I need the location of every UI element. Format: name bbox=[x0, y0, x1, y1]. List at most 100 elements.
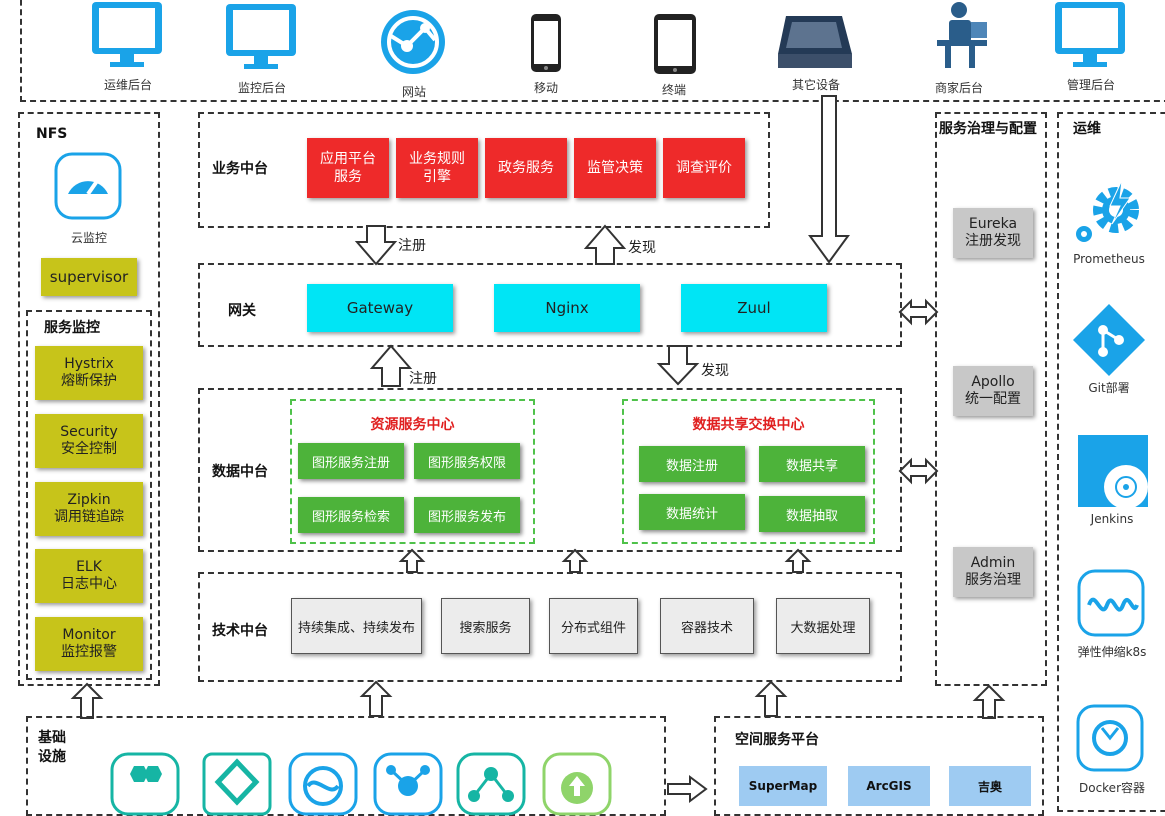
exchange-center-title: 数据共享交换中心 bbox=[692, 417, 805, 433]
k8s-label: 弹性伸缩k8s bbox=[1077, 645, 1147, 659]
device-label: 管理后台 bbox=[1066, 78, 1115, 92]
arcgis-box: ArcGIS bbox=[848, 766, 930, 806]
gear-icon bbox=[1076, 179, 1139, 242]
zuul-box: Zuul bbox=[681, 284, 827, 332]
device-label: 运维后台 bbox=[103, 78, 152, 92]
gateway-box: Gateway bbox=[307, 284, 453, 332]
nginx-box: Nginx bbox=[494, 284, 640, 332]
exchange-center bbox=[622, 399, 875, 544]
device-label: 移动 bbox=[533, 81, 558, 95]
data-statistics: 数据统计 bbox=[639, 494, 745, 530]
data-register: 数据注册 bbox=[639, 446, 745, 482]
business-platform bbox=[198, 112, 770, 228]
ci-cd-box: 持续集成、持续发布 bbox=[291, 598, 422, 654]
government-service: 政务服务 bbox=[485, 138, 567, 198]
regulatory-decision: 监管决策 bbox=[574, 138, 656, 198]
git-label: Git部署 bbox=[1088, 381, 1130, 395]
scanner-icon bbox=[778, 16, 852, 68]
ops-title: 运维 bbox=[1073, 121, 1101, 137]
gateway-layer bbox=[198, 263, 902, 347]
docker-icon bbox=[1076, 704, 1144, 772]
device-label: 商家后台 bbox=[934, 81, 983, 95]
graphic-service-publish: 图形服务发布 bbox=[414, 497, 520, 533]
bidirectional-arrow-icon bbox=[898, 298, 939, 326]
resource-center-title: 资源服务中心 bbox=[370, 417, 455, 433]
gateway-title: 网关 bbox=[228, 303, 256, 319]
discover-label: 发现 bbox=[628, 240, 656, 256]
governance-panel bbox=[935, 112, 1047, 686]
network-icon bbox=[373, 752, 443, 816]
nfs-title: NFS bbox=[36, 126, 68, 142]
arrow-up-icon bbox=[784, 548, 812, 573]
arrow-up-icon bbox=[583, 224, 627, 265]
graphic-service-search: 图形服务检索 bbox=[298, 497, 404, 533]
phone-icon bbox=[531, 14, 561, 72]
arrow-up-icon bbox=[70, 682, 104, 719]
big-data-box: 大数据处理 bbox=[776, 598, 870, 654]
data-share: 数据共享 bbox=[759, 446, 865, 482]
business-rule-engine: 业务规则引擎 bbox=[396, 138, 478, 198]
supervisor-box: supervisor bbox=[41, 258, 137, 296]
monitor-icon bbox=[92, 2, 162, 67]
governance-title: 服务治理与配置 bbox=[939, 121, 1037, 137]
cloud-monitor-label: 云监控 bbox=[70, 231, 107, 245]
tablet-icon bbox=[654, 14, 696, 74]
distributed-component-box: 分布式组件 bbox=[549, 598, 638, 654]
device-label: 其它设备 bbox=[791, 78, 840, 92]
arrow-down-icon bbox=[656, 345, 700, 386]
arrow-down-icon bbox=[354, 225, 398, 266]
spatial-title: 空间服务平台 bbox=[735, 732, 819, 748]
arrow-up-icon bbox=[972, 684, 1006, 719]
graphic-service-register: 图形服务注册 bbox=[298, 443, 404, 479]
arrow-up-icon bbox=[398, 548, 426, 573]
hexagon-icon bbox=[110, 752, 180, 816]
k8s-icon bbox=[1077, 569, 1145, 637]
jenkins-icon bbox=[1078, 435, 1148, 509]
app-platform-service: 应用平台服务 bbox=[307, 138, 389, 198]
arrow-down-long-icon bbox=[808, 95, 850, 264]
device-label: 网站 bbox=[401, 85, 426, 99]
client-layer bbox=[20, 0, 1165, 102]
device-label: 监控后台 bbox=[237, 81, 286, 95]
arrow-up-icon bbox=[561, 548, 589, 573]
supermap-box: SuperMap bbox=[739, 766, 827, 806]
register-label: 注册 bbox=[398, 238, 426, 254]
jenkins-label: Jenkins bbox=[1090, 512, 1134, 526]
cube-icon bbox=[202, 752, 272, 816]
arrow-up-icon bbox=[359, 680, 393, 717]
graphic-service-permission: 图形服务权限 bbox=[414, 443, 520, 479]
arrow-up-icon bbox=[754, 680, 788, 717]
data-title: 数据中台 bbox=[212, 464, 268, 480]
tech-title: 技术中台 bbox=[212, 623, 268, 639]
device-label: 终端 bbox=[661, 83, 686, 97]
docker-label: Docker容器 bbox=[1078, 781, 1146, 795]
geostar-box: 吉奥 bbox=[949, 766, 1031, 806]
arrow-up-icon bbox=[369, 344, 413, 387]
git-icon bbox=[1073, 304, 1145, 376]
swirl-icon bbox=[288, 752, 358, 816]
monitor-icon bbox=[226, 4, 296, 69]
cloud-upload-icon bbox=[542, 752, 612, 816]
globe-icon bbox=[381, 10, 445, 74]
tech-platform bbox=[198, 572, 902, 682]
register-label: 注册 bbox=[409, 371, 437, 387]
service-monitor-title: 服务监控 bbox=[44, 320, 100, 336]
business-title: 业务中台 bbox=[212, 161, 268, 177]
survey-evaluation: 调查评价 bbox=[663, 138, 745, 198]
arrow-right-icon bbox=[667, 775, 708, 803]
service-monitor-panel bbox=[26, 310, 152, 680]
bidirectional-arrow-icon bbox=[898, 457, 939, 485]
cloud-monitor-icon bbox=[54, 152, 122, 220]
search-service-box: 搜索服务 bbox=[441, 598, 530, 654]
share-icon bbox=[456, 752, 526, 816]
resource-center bbox=[290, 399, 535, 544]
monitor-icon bbox=[1055, 2, 1125, 67]
container-tech-box: 容器技术 bbox=[660, 598, 754, 654]
